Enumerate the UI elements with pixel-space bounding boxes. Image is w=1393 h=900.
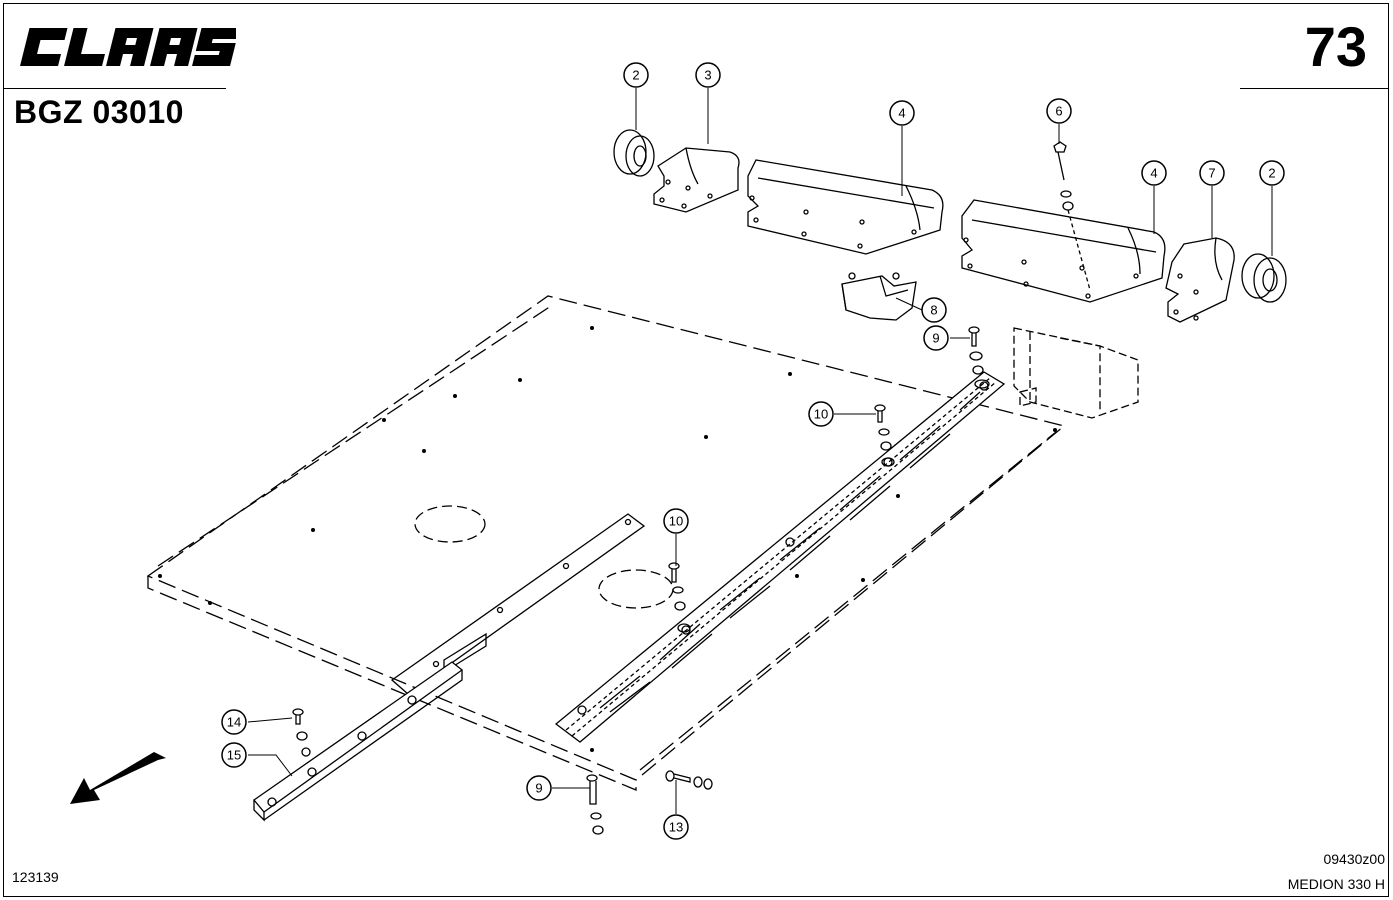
svg-text:15: 15 <box>227 748 241 763</box>
bolt-part-10-upper <box>874 404 895 467</box>
bolt-part-9-upper <box>968 326 990 389</box>
plate-holes <box>158 326 1057 752</box>
end-cap-part-7 <box>1165 237 1235 323</box>
svg-text:13: 13 <box>669 820 683 835</box>
callout-10-lower: 10 <box>663 508 689 534</box>
callout-10-upper: 10 <box>808 401 834 427</box>
callout-14: 14 <box>221 709 247 735</box>
cover-part-4-left <box>747 159 944 255</box>
bolt-part-13 <box>665 770 713 790</box>
svg-text:10: 10 <box>814 407 828 422</box>
bolt-part-14 <box>292 708 311 757</box>
bar-part-15 <box>253 661 464 822</box>
callout-6: 6 <box>1046 98 1072 124</box>
callout-9-lower: 9 <box>526 775 552 801</box>
callout-13: 13 <box>663 814 689 840</box>
callout-4-right: 4 <box>1141 160 1167 186</box>
svg-text:10: 10 <box>669 514 683 529</box>
bushing-part-2-left <box>613 129 655 177</box>
svg-text:9: 9 <box>535 781 542 796</box>
svg-text:2: 2 <box>1268 166 1275 181</box>
svg-text:9: 9 <box>932 331 939 346</box>
svg-text:14: 14 <box>227 715 241 730</box>
bushing-part-2-right <box>1241 253 1287 303</box>
plate-opening-1 <box>414 505 486 543</box>
cover-part-4-right <box>961 199 1166 303</box>
callout-4-left: 4 <box>889 100 915 126</box>
left-strip <box>390 513 646 695</box>
page-number: 73 <box>1304 15 1367 78</box>
bracket-part-8 <box>841 272 917 321</box>
bolt-part-10-lower <box>668 562 691 633</box>
svg-text:4: 4 <box>1150 166 1157 181</box>
floor-plate <box>146 295 1066 791</box>
callout-9-upper: 9 <box>923 325 949 351</box>
perforated-strip <box>554 371 1006 743</box>
footer-model: MEDION 330 H <box>1287 876 1385 892</box>
header-rule-left <box>4 88 226 89</box>
callout-15: 15 <box>221 742 247 768</box>
callout-7: 7 <box>1199 160 1225 186</box>
svg-text:8: 8 <box>930 303 937 318</box>
callout-8: 8 <box>921 297 947 323</box>
svg-text:2: 2 <box>632 68 639 83</box>
claas-logo <box>20 28 236 66</box>
callout-2-right: 2 <box>1259 160 1285 186</box>
svg-text:3: 3 <box>704 68 711 83</box>
drawing-frame <box>3 3 1389 897</box>
svg-text:7: 7 <box>1208 166 1215 181</box>
callout-3: 3 <box>695 62 721 88</box>
end-cap-part-3 <box>653 147 740 213</box>
svg-text:4: 4 <box>898 106 905 121</box>
document-code: BGZ 03010 <box>14 94 184 130</box>
mounting-block-phantom <box>1013 327 1139 419</box>
callout-2-left: 2 <box>623 62 649 88</box>
leader-lines <box>247 88 1273 814</box>
footer-left-code: 123139 <box>12 869 59 885</box>
plate-opening-2 <box>598 569 674 609</box>
footer-ref-code: 09430z00 <box>1323 851 1385 867</box>
bolt-part-9-lower <box>586 774 604 835</box>
svg-text:6: 6 <box>1055 104 1062 119</box>
direction-arrow-icon <box>70 752 166 804</box>
header-rule-right <box>1240 88 1388 89</box>
